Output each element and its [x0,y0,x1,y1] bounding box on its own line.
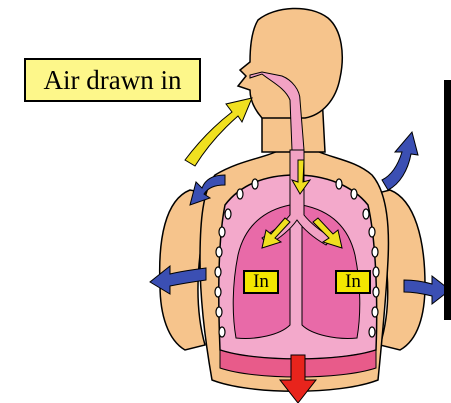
air-drawn-in-label: Air drawn in [24,58,201,102]
right-lung-in-label: In [335,270,371,294]
edge-bar [444,80,451,320]
air-in-arrow [185,98,252,166]
left-lung-in-label: In [243,270,279,294]
upper-right-blue-arrow [382,132,418,190]
